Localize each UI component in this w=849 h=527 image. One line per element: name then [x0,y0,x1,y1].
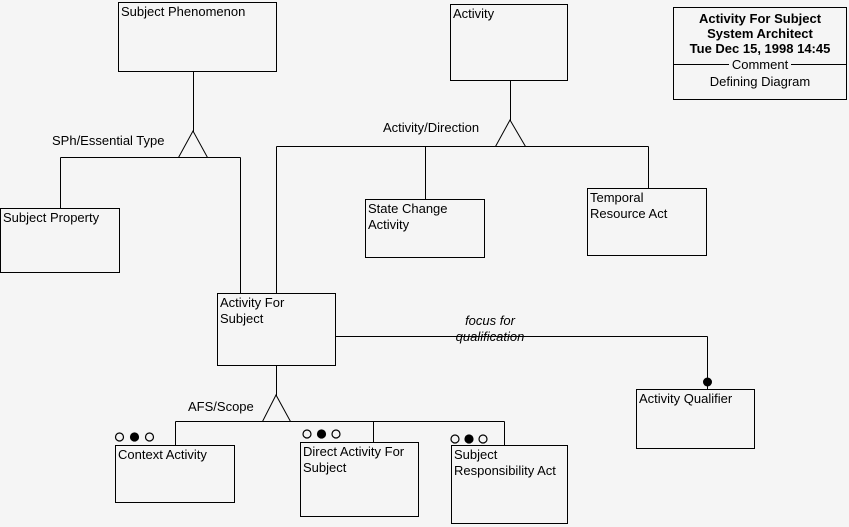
scope-circle-open [478,434,488,444]
title-block-tool-name: System Architect [707,26,813,41]
node-label: Responsibility Act [454,463,556,478]
node-label: Activity For [220,295,285,310]
node-label: Resource Act [590,206,668,221]
node-label: Subject [303,460,347,475]
node-context-activity[interactable]: Context Activity [115,445,235,503]
edge-label-line: qualification [455,329,525,344]
node-label: Subject [454,447,498,462]
node-label: Activity [368,217,410,232]
divider-line-right [791,64,847,65]
node-label: Temporal [590,190,644,205]
node-direct-activity-for-subject[interactable]: Direct Activity For Subject [300,442,419,517]
node-label: Context Activity [118,447,207,462]
title-block-divider-label: Comment [731,57,789,72]
inheritance-triangle-afs-scope [261,393,292,422]
title-block-divider: Comment [674,57,847,72]
node-label: Subject Phenomenon [121,4,246,19]
scope-circle-open [331,429,341,439]
node-label: State Change [368,201,448,216]
scope-circle-filled [129,432,140,442]
node-activity-for-subject[interactable]: Activity For Subject [217,293,336,366]
edge-label-sph-essential-type: SPh/Essential Type [52,133,165,148]
scope-circle-open [450,434,460,444]
divider-line-left [674,64,729,65]
node-state-change-activity[interactable]: State Change Activity [365,199,485,258]
inheritance-triangle-activity-direction [494,118,527,147]
scope-circle-open [144,432,155,442]
scope-circle-open [114,432,125,442]
title-block-comment-value: Defining Diagram [709,74,811,89]
edge-label-afs-scope: AFS/Scope [188,399,254,414]
title-block-diagram-title: Activity For Subject [698,11,822,26]
node-label: Direct Activity For [303,444,405,459]
node-subject-phenomenon[interactable]: Subject Phenomenon [118,2,277,72]
scope-circle-open [302,429,312,439]
node-subject-responsibility-act[interactable]: Subject Responsibility Act [451,445,568,524]
edge-label-line: focus for [465,313,515,328]
title-block: Activity For Subject System Architect Tu… [673,7,847,100]
scope-circle-filled [464,434,474,444]
node-label: Subject Property [3,210,100,225]
node-label: Activity [453,6,495,21]
title-block-timestamp: Tue Dec 15, 1998 14:45 [689,41,831,56]
node-activity-qualifier[interactable]: Activity Qualifier [636,389,755,449]
node-label: Subject [220,311,264,326]
scope-circle-filled [316,429,327,439]
qualifier-dot [703,377,712,387]
node-label: Activity Qualifier [639,391,733,406]
node-activity[interactable]: Activity [450,4,568,81]
edge-label-activity-direction: Activity/Direction [383,120,480,135]
node-temporal-resource-act[interactable]: Temporal Resource Act [587,188,707,256]
node-subject-property[interactable]: Subject Property [0,208,120,273]
inheritance-triangle-sph [177,129,209,158]
edge-label-focus-for-qualification: focus for qualification [435,313,545,345]
